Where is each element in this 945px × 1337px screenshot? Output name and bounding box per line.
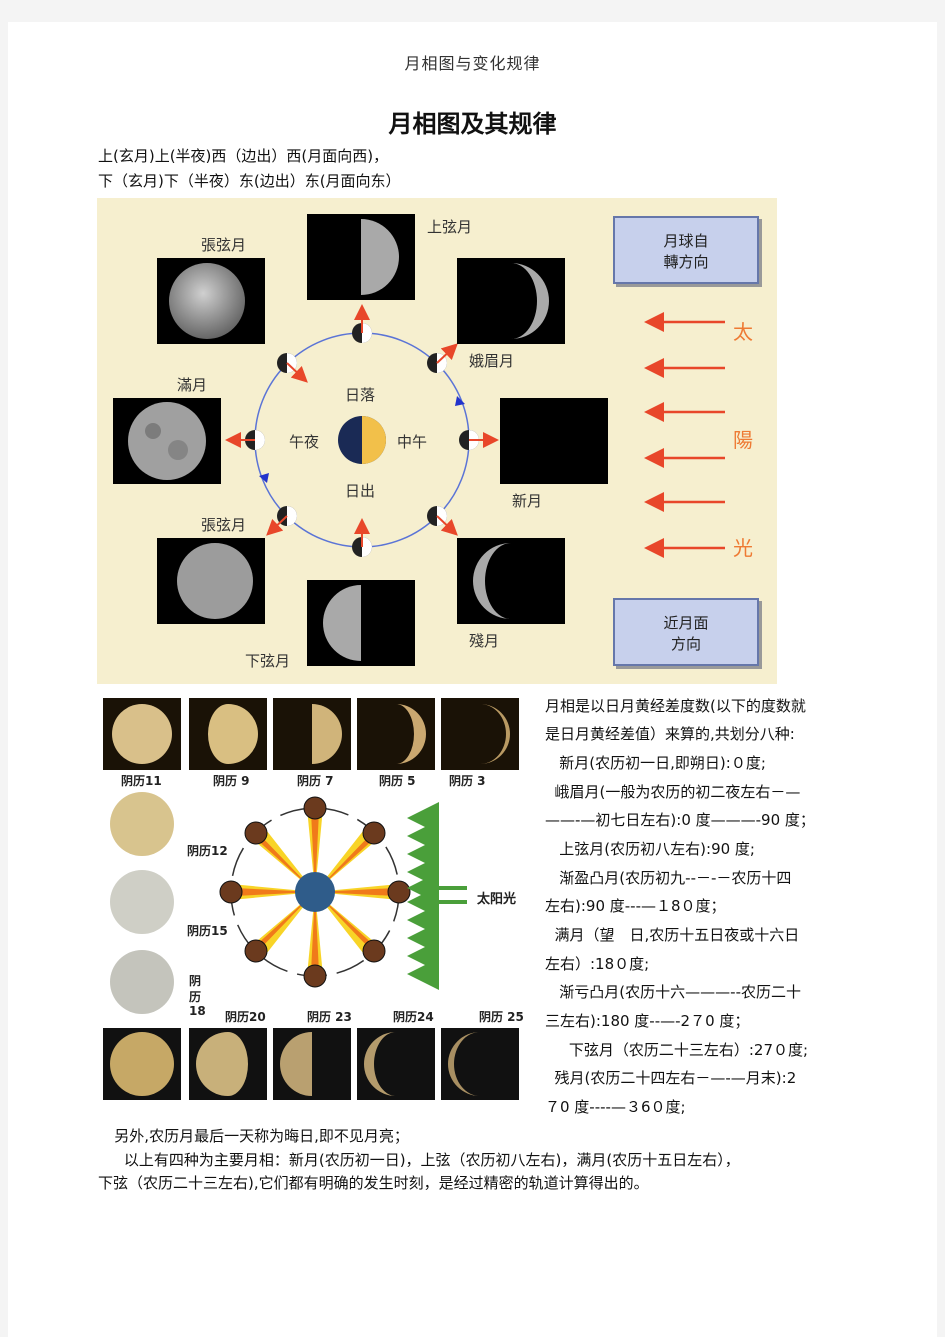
phase-tile-5	[357, 698, 435, 770]
desc-line: 下弦月（农历二十三左右）:27０度;	[545, 1041, 809, 1059]
desc-line: ７0 度----—３6０度;	[545, 1098, 686, 1116]
orbit-diagram	[225, 239, 725, 653]
lunar-calendar-diagram: 阴历11 阴历 9 阴历 7 阴历 5 阴历 3 阴历12 阴历15 阴 历 1…	[97, 690, 531, 1108]
desc-line: 是日月黄经差值）来算的,共划分八种:	[545, 725, 795, 743]
sunlight-char-3: 光	[733, 536, 753, 560]
page-header: 月相图与变化规律	[404, 54, 541, 73]
full-moon-image	[113, 398, 221, 484]
label-waning-crescent: 殘月	[469, 632, 500, 650]
nearside-direction-box: 近月面 方向	[613, 598, 759, 666]
label-lunar-18-c: 18	[189, 1004, 206, 1018]
label-lunar-11: 阴历11	[121, 774, 162, 788]
lunar-orbit-svg	[219, 796, 467, 990]
first-quarter-image	[307, 214, 415, 300]
label-full: 滿月	[177, 376, 208, 394]
page-title: 月相图及其规律	[388, 110, 557, 138]
label-crescent: 娥眉月	[469, 352, 515, 370]
rotation-direction-box: 月球自 轉方向	[613, 216, 759, 284]
label-lunar-23: 阴历 23	[307, 1010, 352, 1024]
crescent-image	[457, 258, 565, 344]
phase-tile-18	[103, 946, 181, 1018]
waning-crescent-image	[457, 538, 565, 624]
phase-tile-bottom-1	[103, 1028, 181, 1100]
phase-tile-25	[441, 1028, 519, 1100]
label-waning-gibbous: 張弦月	[201, 516, 247, 534]
label-last-quarter: 下弦月	[245, 652, 291, 670]
desc-line: 渐亏凸月(农历十六———--农历二十	[545, 983, 801, 1001]
sunlight-green-arrows	[407, 802, 467, 990]
desc-line: 左右):90 度---—１8０度；	[545, 897, 726, 915]
label-lunar-7: 阴历 7	[297, 774, 334, 788]
label-waxing-gibbous: 張弦月	[201, 236, 247, 254]
label-sunset: 日落	[345, 386, 376, 404]
phase-tile-9	[189, 698, 267, 770]
rule-line-2: 下（玄月)下（半夜）东(边出）东(月面向东）	[98, 172, 401, 190]
sunlight-char-1: 太	[733, 320, 753, 344]
label-lunar-20: 阴历20	[225, 1010, 266, 1024]
new-moon-image	[500, 398, 608, 484]
nearside-arrows	[225, 304, 499, 547]
sunlight-arrows	[644, 312, 725, 558]
label-first-quarter: 上弦月	[427, 218, 473, 236]
label-sunrise: 日出	[345, 482, 376, 500]
waning-gibbous-image	[157, 538, 265, 624]
phase-tile-23	[273, 1028, 351, 1100]
desc-line: 三左右):180 度--—-2７0 度；	[545, 1012, 750, 1030]
sunlight-char-2: 陽	[733, 428, 753, 452]
rule-line-1: 上(玄月)上(半夜)西（边出）西(月面向西)，	[98, 147, 389, 165]
desc-line: 新月(农历初一日,即朔日):０度;	[545, 754, 766, 772]
phase-tile-12	[103, 788, 181, 860]
moon-phase-diagram: 張弦月 上弦月 娥眉月 滿月 新月 張弦月 下弦月 殘月 日落 午夜 中午 日出…	[97, 198, 777, 684]
note-line-3: 下弦（农历二十三左右),它们都有明确的发生时刻，是经过精密的轨道计算得出的。	[98, 1174, 649, 1192]
desc-line: 左右）:18０度;	[545, 955, 650, 973]
desc-line: 上弦月(农历初八左右):90 度;	[545, 840, 755, 858]
desc-line: 峨眉月(一般为农历的初二夜左右－—	[545, 783, 801, 801]
label-noon: 中午	[397, 433, 428, 451]
note-line-1: 另外,农历月最后一天称为晦日,即不见月亮；	[100, 1127, 409, 1145]
label-lunar-25: 阴历 25	[479, 1010, 524, 1024]
label-lunar-5: 阴历 5	[379, 774, 416, 788]
desc-line: 残月(农历二十四左右－—-—月末):2	[545, 1069, 797, 1087]
desc-line: 渐盈凸月(农历初九--－-－农历十四	[545, 869, 792, 887]
waxing-gibbous-image	[157, 258, 265, 344]
label-lunar-3: 阴历 3	[449, 774, 486, 788]
earth-icon	[295, 872, 335, 912]
label-lunar-18-a: 阴	[189, 974, 202, 988]
phase-tile-7	[273, 698, 351, 770]
phase-tile-11	[103, 698, 181, 770]
desc-line: 满月（望 日,农历十五日夜或十六日	[545, 926, 800, 944]
desc-line: ——-—初七日左右):0 度———-90 度；	[545, 811, 815, 829]
label-midnight: 午夜	[289, 433, 320, 451]
label-new: 新月	[512, 492, 543, 510]
label-lunar-9: 阴历 9	[213, 774, 250, 788]
phase-tile-3	[441, 698, 519, 770]
phase-tile-24	[357, 1028, 435, 1100]
label-lunar-18-b: 历	[189, 990, 202, 1004]
last-quarter-image	[307, 580, 415, 666]
label-lunar-15: 阴历15	[187, 924, 228, 938]
phase-tile-20	[189, 1028, 267, 1100]
desc-line: 月相是以日月黄经差度数(以下的度数就	[545, 697, 806, 715]
label-sunlight: 太阳光	[477, 892, 517, 907]
label-lunar-24: 阴历24	[393, 1010, 434, 1024]
label-lunar-12: 阴历12	[187, 844, 228, 858]
note-line-2: 以上有四种为主要月相：新月(农历初一日)，上弦（农历初八左右)，满月(农历十五日…	[100, 1151, 740, 1169]
phase-tile-15	[103, 866, 181, 938]
